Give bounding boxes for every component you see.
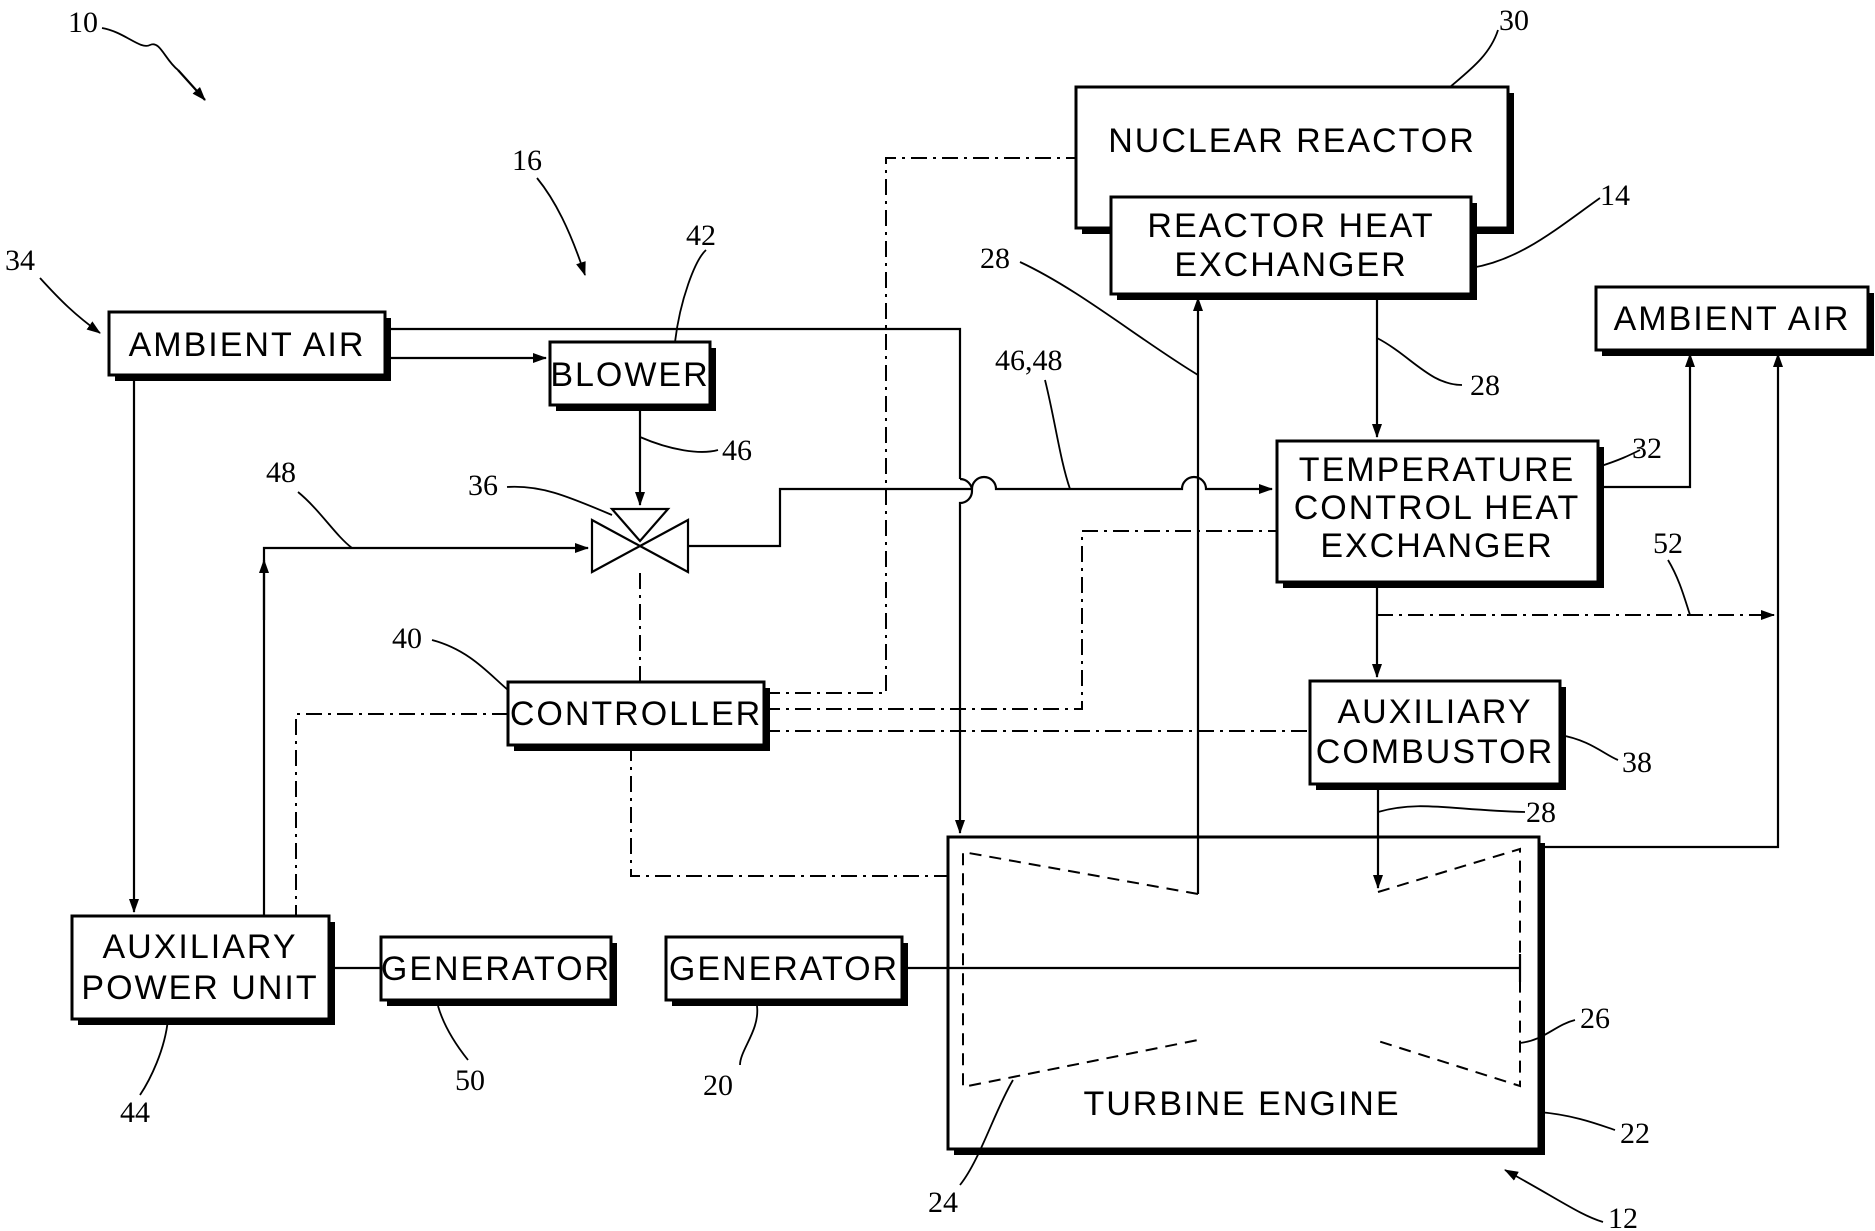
ref-42: 42 — [686, 219, 716, 252]
ref-28a: 28 — [980, 242, 1010, 275]
ref-26: 26 — [1580, 1002, 1610, 1035]
ref-48: 48 — [266, 456, 296, 489]
leader-50 — [438, 1006, 468, 1060]
temp-hx-to-ambient-line — [1598, 354, 1690, 487]
ref-28b: 28 — [1470, 369, 1500, 402]
leader-46-48 — [1045, 380, 1070, 489]
ambient-air-right-block: AMBIENT AIR — [1596, 287, 1874, 356]
ref-20: 20 — [703, 1069, 733, 1102]
leader-16 — [537, 178, 585, 275]
ref-28c: 28 — [1526, 796, 1556, 829]
ref-10: 10 — [68, 6, 98, 39]
ref-16: 16 — [512, 144, 542, 177]
leader-12 — [1505, 1170, 1603, 1222]
leader-44 — [140, 1019, 168, 1095]
reactor-heat-exchanger-label-2: EXCHANGER — [1174, 246, 1407, 284]
nuclear-reactor-label: NUCLEAR REACTOR — [1108, 122, 1476, 160]
apu-label-2: POWER UNIT — [81, 969, 318, 1007]
leader-36 — [507, 487, 612, 515]
temperature-control-hx-label-3: EXCHANGER — [1320, 527, 1553, 565]
ref-46: 46 — [722, 434, 752, 467]
ref-36: 36 — [468, 469, 498, 502]
ref-50: 50 — [455, 1064, 485, 1097]
temperature-control-hx-label-2: CONTROL HEAT — [1294, 489, 1581, 527]
ref-38: 38 — [1622, 746, 1652, 779]
auxiliary-combustor-block: AUXILIARY COMBUSTOR — [1310, 681, 1566, 790]
leader-28b — [1377, 338, 1462, 385]
ambient-air-left-block: AMBIENT AIR — [109, 312, 391, 381]
ref-46-48: 46,48 — [995, 344, 1063, 377]
leader-34 — [40, 278, 100, 333]
apu-label-1: AUXILIARY — [102, 928, 297, 966]
reactor-heat-exchanger-label-1: REACTOR HEAT — [1147, 207, 1434, 245]
controller-to-temp-hx-line — [764, 531, 1277, 709]
leader-30 — [1450, 30, 1498, 87]
ref-52: 52 — [1653, 527, 1683, 560]
auxiliary-combustor-label-1: AUXILIARY — [1337, 693, 1532, 731]
generator-apu-label: GENERATOR — [381, 950, 611, 988]
three-way-valve-icon — [592, 509, 688, 572]
auxiliary-combustor-label-2: COMBUSTOR — [1316, 733, 1554, 771]
blower-label: BLOWER — [550, 356, 709, 394]
generator-main-label: GENERATOR — [669, 950, 899, 988]
leader-46 — [640, 437, 718, 452]
valve-to-temp-hx-line — [688, 477, 1272, 546]
controller-label: CONTROLLER — [510, 695, 762, 733]
blower-block: BLOWER — [550, 342, 716, 411]
ref-30: 30 — [1499, 4, 1529, 37]
temperature-control-heat-exchanger-block: TEMPERATURE CONTROL HEAT EXCHANGER — [1277, 441, 1604, 588]
leader-22 — [1539, 1112, 1615, 1130]
arrow-10 — [178, 70, 205, 100]
turbine-exhaust-to-ambient-line — [1539, 354, 1778, 847]
ambient-to-compressor-line-2 — [960, 479, 972, 833]
ref-32: 32 — [1632, 432, 1662, 465]
leader-40 — [432, 640, 508, 690]
controller-to-reactor-line — [764, 158, 1076, 693]
ref-44: 44 — [120, 1096, 150, 1129]
ambient-air-left-label: AMBIENT AIR — [129, 326, 366, 364]
temperature-control-hx-label-1: TEMPERATURE — [1299, 451, 1575, 489]
ref-40: 40 — [392, 622, 422, 655]
generator-main-block: GENERATOR — [666, 937, 908, 1006]
turbine-engine-label: TURBINE ENGINE — [1083, 1085, 1400, 1123]
generator-apu-block: GENERATOR — [381, 937, 617, 1006]
reactor-heat-exchanger-block: REACTOR HEAT EXCHANGER — [1111, 197, 1477, 300]
leader-38 — [1560, 735, 1618, 760]
ref-12: 12 — [1608, 1202, 1638, 1231]
controller-to-turbine-line — [631, 745, 948, 876]
ambient-air-right-label: AMBIENT AIR — [1614, 300, 1851, 338]
leader-48 — [298, 492, 352, 548]
leader-28c — [1378, 806, 1525, 812]
leader-20 — [740, 1006, 757, 1065]
ref-14: 14 — [1600, 179, 1630, 212]
controller-to-apu-line — [296, 714, 508, 916]
auxiliary-power-unit-block: AUXILIARY POWER UNIT — [72, 916, 335, 1025]
controller-block: CONTROLLER — [508, 682, 770, 751]
leader-10 — [102, 28, 178, 70]
leader-52 — [1668, 560, 1690, 615]
ref-22: 22 — [1620, 1117, 1650, 1150]
ref-34: 34 — [5, 244, 35, 277]
ref-24: 24 — [928, 1186, 958, 1219]
